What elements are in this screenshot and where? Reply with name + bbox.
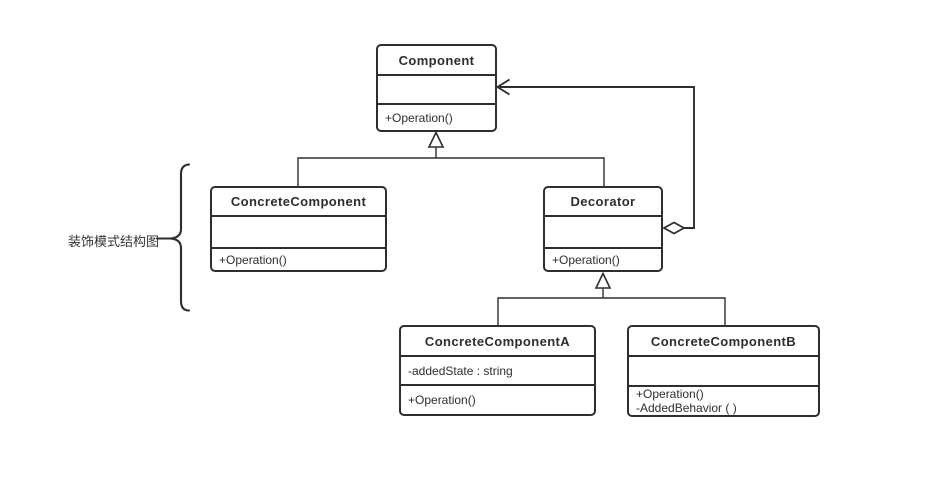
class-operations-section: +Operation() -AddedBehavior ( ) (629, 387, 818, 415)
operation-label: -AddedBehavior ( ) (636, 401, 737, 415)
inheritance-triangle-icon (427, 130, 445, 148)
class-box-concrete-component-b: ConcreteComponentB +Operation() -AddedBe… (627, 325, 820, 417)
class-box-component: Component +Operation() (376, 44, 497, 132)
curly-brace-icon (156, 163, 191, 312)
class-attributes-section (378, 76, 495, 105)
class-operations-section: +Operation() (378, 105, 495, 130)
aggregation-diamond-icon (662, 221, 686, 235)
attribute-label: -addedState : string (408, 363, 513, 378)
generalization-connector-to-component (297, 130, 605, 186)
class-name: ConcreteComponentA (401, 327, 594, 357)
inheritance-triangle-icon (594, 271, 612, 289)
generalization-connector-to-decorator (497, 271, 726, 325)
operation-label: +Operation() (636, 387, 704, 401)
class-attributes-section: -addedState : string (401, 357, 594, 386)
class-operations-section: +Operation() (401, 386, 594, 414)
class-name: ConcreteComponentB (629, 327, 818, 357)
operation-label: +Operation() (219, 252, 287, 267)
class-box-concrete-component: ConcreteComponent +Operation() (210, 186, 387, 272)
class-attributes-section (545, 217, 661, 249)
class-attributes-section (212, 217, 385, 249)
class-attributes-section (629, 357, 818, 387)
aggregation-connector (495, 78, 695, 235)
operation-label: +Operation() (408, 393, 476, 407)
class-operations-section: +Operation() (545, 249, 661, 270)
diagram-title-label: 装饰模式结构图 (68, 234, 160, 249)
class-operations-section: +Operation() (212, 249, 385, 270)
operation-label: +Operation() (552, 252, 620, 267)
class-box-decorator: Decorator +Operation() (543, 186, 663, 272)
class-name: Decorator (545, 188, 661, 217)
class-name: Component (378, 46, 495, 76)
operation-label: +Operation() (385, 110, 453, 125)
class-name: ConcreteComponent (212, 188, 385, 217)
open-arrowhead-icon (495, 78, 511, 96)
class-box-concrete-component-a: ConcreteComponentA -addedState : string … (399, 325, 596, 416)
